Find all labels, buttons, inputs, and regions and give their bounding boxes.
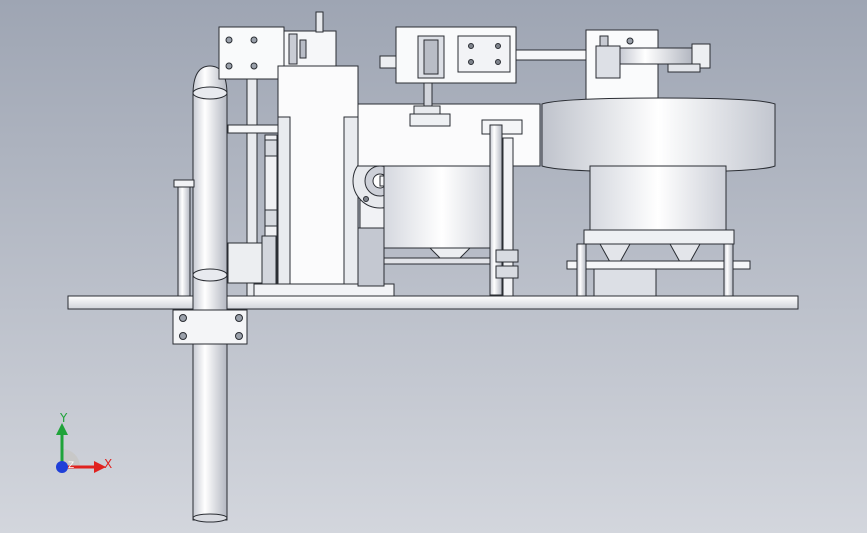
central-column [253, 65, 395, 297]
x-axis-label: X [104, 457, 113, 471]
z-axis-label: Z [68, 461, 75, 471]
left-post [177, 182, 191, 297]
triad-arc [62, 449, 80, 467]
pipe-clamp [172, 309, 248, 345]
top-cylinder [379, 26, 711, 115]
axis-triad: Y X Z [40, 405, 130, 485]
left-frame [227, 77, 281, 297]
middle-slide [409, 113, 523, 297]
base-plate [67, 295, 799, 310]
y-axis-label: Y [60, 411, 68, 425]
triad-graphic [56, 423, 106, 473]
top-left-block [218, 11, 337, 80]
x-axis-arrowhead [94, 461, 106, 473]
bowl-feeder [541, 97, 776, 297]
z-axis-dot [56, 461, 68, 473]
y-axis-arrowhead [56, 423, 68, 435]
vertical-pipe [192, 65, 228, 523]
